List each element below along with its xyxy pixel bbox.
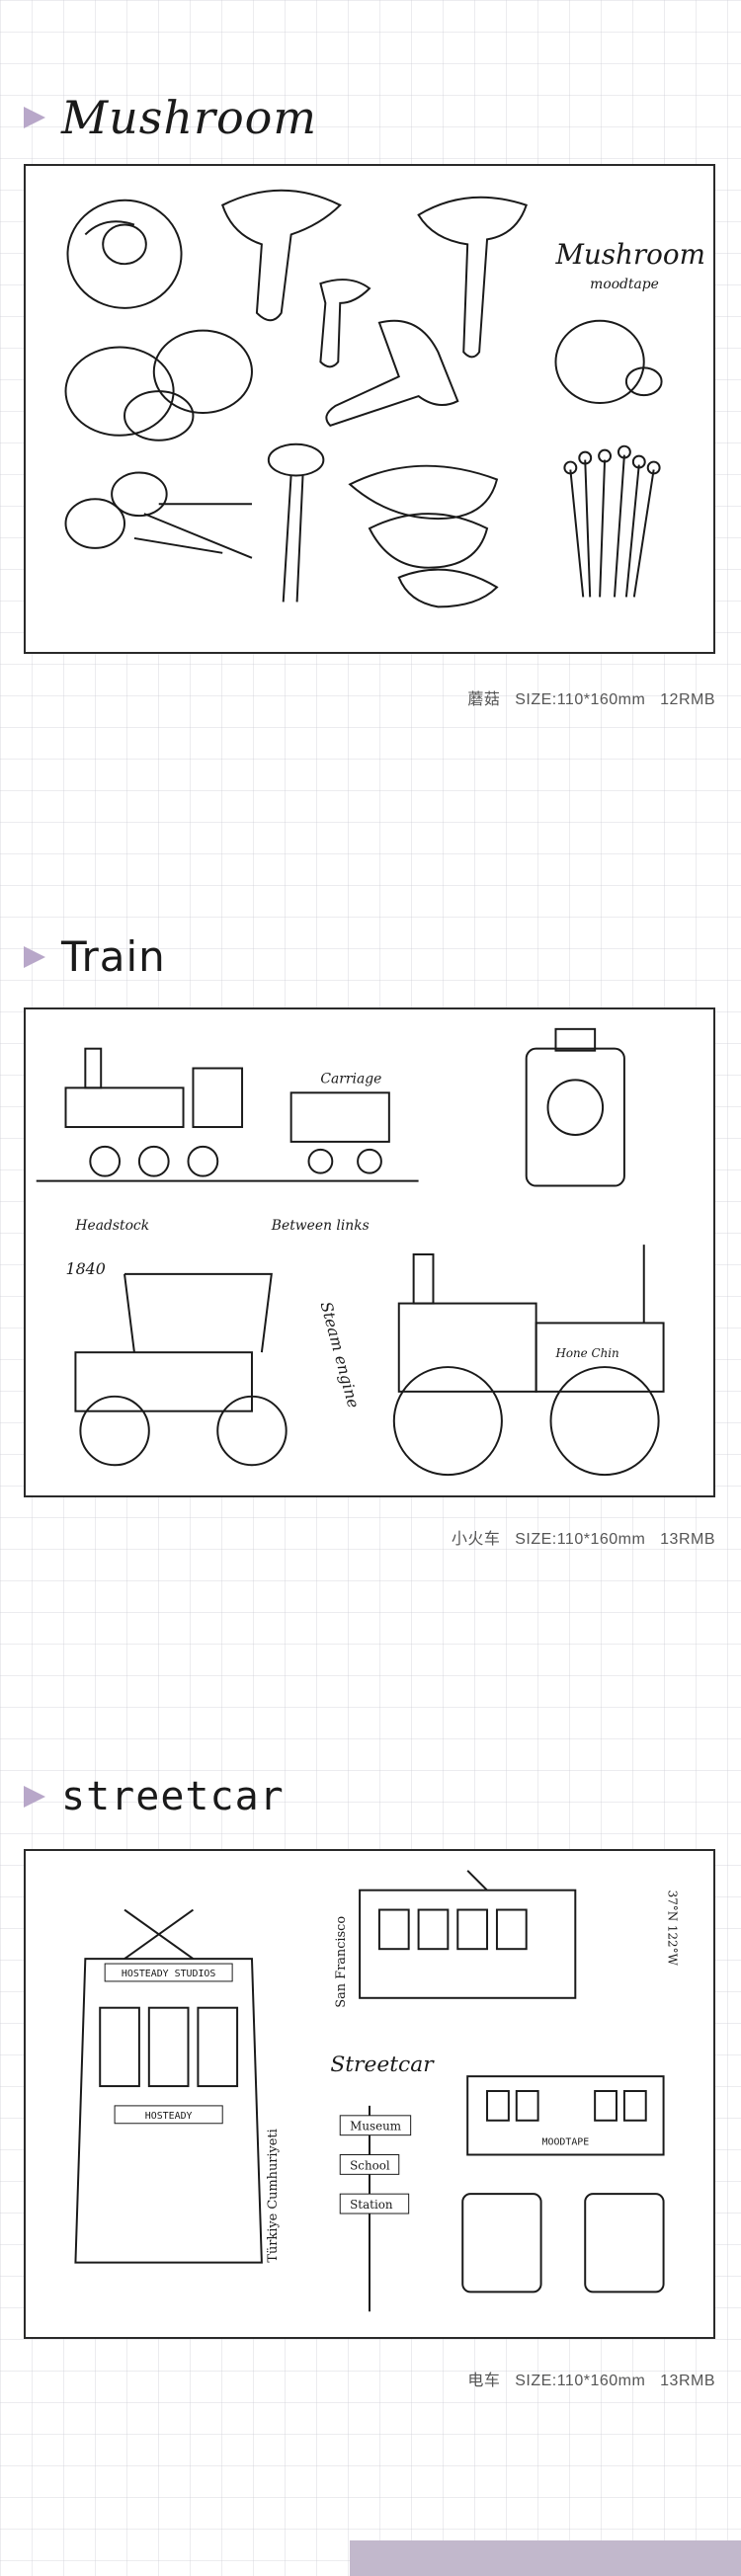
product-image-train[interactable]: Carriage Headstock Between links 1840 St… xyxy=(24,1007,715,1497)
section-title: streetcar xyxy=(61,1774,285,1819)
label-san-francisco: San Francisco xyxy=(334,1916,349,2008)
caption-name: 蘑菇 xyxy=(467,691,501,708)
section-title-row: Mushroom xyxy=(24,91,317,144)
footer-bar xyxy=(350,2540,741,2576)
triangle-bullet-icon xyxy=(24,107,45,128)
caption-name: 小火车 xyxy=(451,1531,501,1548)
product-caption: 蘑菇 SIZE:110*160mm 12RMB xyxy=(467,685,715,709)
brand-title: Mushroom xyxy=(554,238,704,271)
label-turkey: Türkiye Cumhuriyeti xyxy=(266,2129,281,2262)
section-title-row: streetcar xyxy=(24,1774,285,1819)
section-title: Train xyxy=(61,932,166,981)
section-title: Mushroom xyxy=(61,91,317,144)
tram-label: MOODTAPE xyxy=(542,2137,590,2148)
caption-price: 12RMB xyxy=(660,691,715,708)
label-hone-chin: Hone Chin xyxy=(554,1346,618,1360)
brand-subtitle: moodtape xyxy=(590,277,659,292)
caption-price: 13RMB xyxy=(660,2373,715,2389)
section-streetcar: streetcar xyxy=(0,1709,741,2540)
section-train: Train xyxy=(0,869,741,1659)
product-caption: 小火车 SIZE:110*160mm 13RMB xyxy=(452,1525,715,1549)
signpost-station: Station xyxy=(350,2198,393,2212)
label-coordinates: 37°N 122°W xyxy=(666,1891,680,1967)
signpost-school: School xyxy=(350,2158,390,2172)
train-illustration: Carriage Headstock Between links 1840 St… xyxy=(36,1027,665,1477)
label-year: 1840 xyxy=(66,1259,106,1278)
caption-size: SIZE:110*160mm xyxy=(515,691,646,708)
streetcar-illustration: HOSTEADY STUDIOS HOSTEADY Türkiye Cumhur… xyxy=(74,1870,680,2312)
mushroom-illustration: Mushroom moodtape xyxy=(64,189,705,608)
signpost-museum: Museum xyxy=(350,2120,401,2133)
product-image-mushroom[interactable]: Mushroom moodtape xyxy=(24,164,715,654)
label-carriage: Carriage xyxy=(320,1071,381,1087)
tram-sign-bottom: HOSTEADY xyxy=(145,2111,193,2122)
label-headstock: Headstock xyxy=(74,1218,149,1234)
triangle-bullet-icon xyxy=(24,1786,45,1808)
tram-sign-top: HOSTEADY STUDIOS xyxy=(122,1969,215,1979)
label-streetcar: Streetcar xyxy=(330,2053,435,2077)
section-mushroom: Mushroom xyxy=(0,0,741,790)
product-caption: 电车 SIZE:110*160mm 13RMB xyxy=(467,2367,715,2390)
label-steam-engine: Steam engine xyxy=(317,1300,364,1410)
caption-size: SIZE:110*160mm xyxy=(515,1531,646,1548)
product-image-streetcar[interactable]: HOSTEADY STUDIOS HOSTEADY Türkiye Cumhur… xyxy=(24,1849,715,2339)
triangle-bullet-icon xyxy=(24,945,45,968)
section-title-row: Train xyxy=(24,932,166,981)
label-between-links: Between links xyxy=(271,1218,370,1234)
caption-size: SIZE:110*160mm xyxy=(515,2373,646,2389)
caption-name: 电车 xyxy=(467,2373,501,2389)
caption-price: 13RMB xyxy=(660,1531,715,1548)
